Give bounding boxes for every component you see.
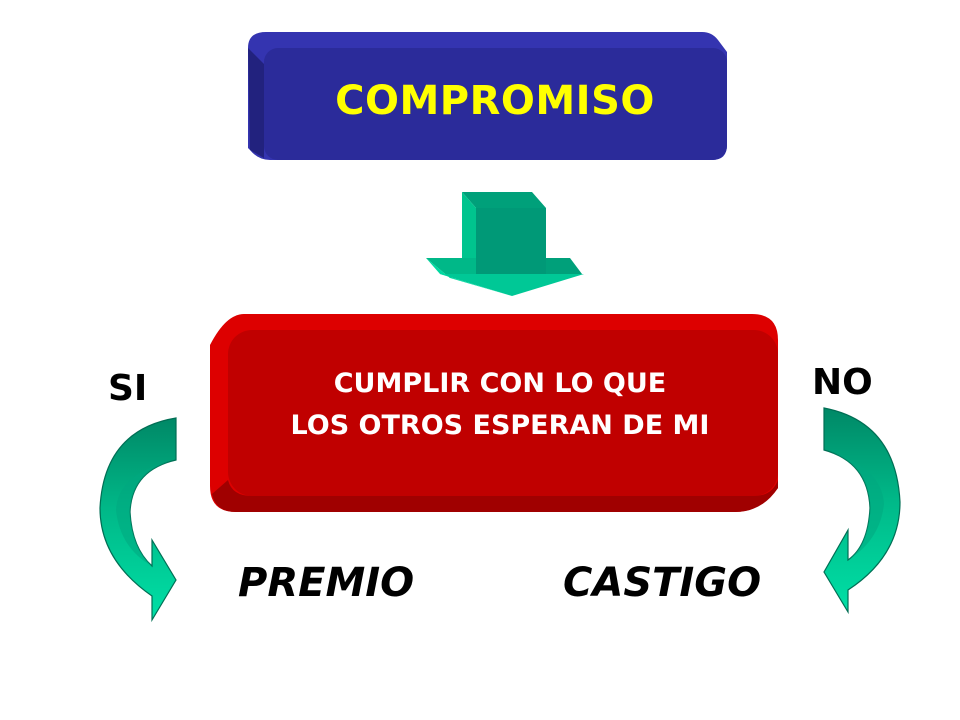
right-curved-arrow (823, 407, 901, 615)
compromiso-title: COMPROMISO (335, 78, 655, 124)
center-box (210, 314, 778, 512)
down-arrow-head-right (546, 258, 582, 274)
left-arrow-inner-shade (116, 460, 176, 566)
down-arrow-shaft-face (476, 208, 546, 274)
center-box-face (228, 330, 778, 496)
si-label: SI (108, 368, 148, 409)
no-label: NO (812, 362, 873, 403)
compromiso-box-edge (248, 48, 264, 158)
right-arrow-body (823, 407, 901, 615)
premio-label: PREMIO (238, 560, 415, 606)
down-arrow-shaft-top (462, 192, 546, 208)
compromiso-box (248, 32, 727, 160)
down-arrow-head-face (440, 274, 584, 296)
right-arrow-inner-shade (824, 450, 884, 560)
compromiso-box-face (264, 48, 727, 160)
center-text-line-1: CUMPLIR CON LO QUE (333, 368, 667, 399)
down-arrow-head-left (426, 258, 476, 278)
left-arrow-body (99, 417, 177, 623)
center-box-bottom-edge (212, 480, 778, 512)
center-text-line-2: LOS OTROS ESPERAN DE MI (290, 410, 710, 441)
castigo-label: CASTIGO (563, 560, 762, 606)
down-arrow (426, 192, 584, 296)
down-arrow-shaft-side (462, 192, 476, 272)
left-curved-arrow (99, 417, 177, 623)
